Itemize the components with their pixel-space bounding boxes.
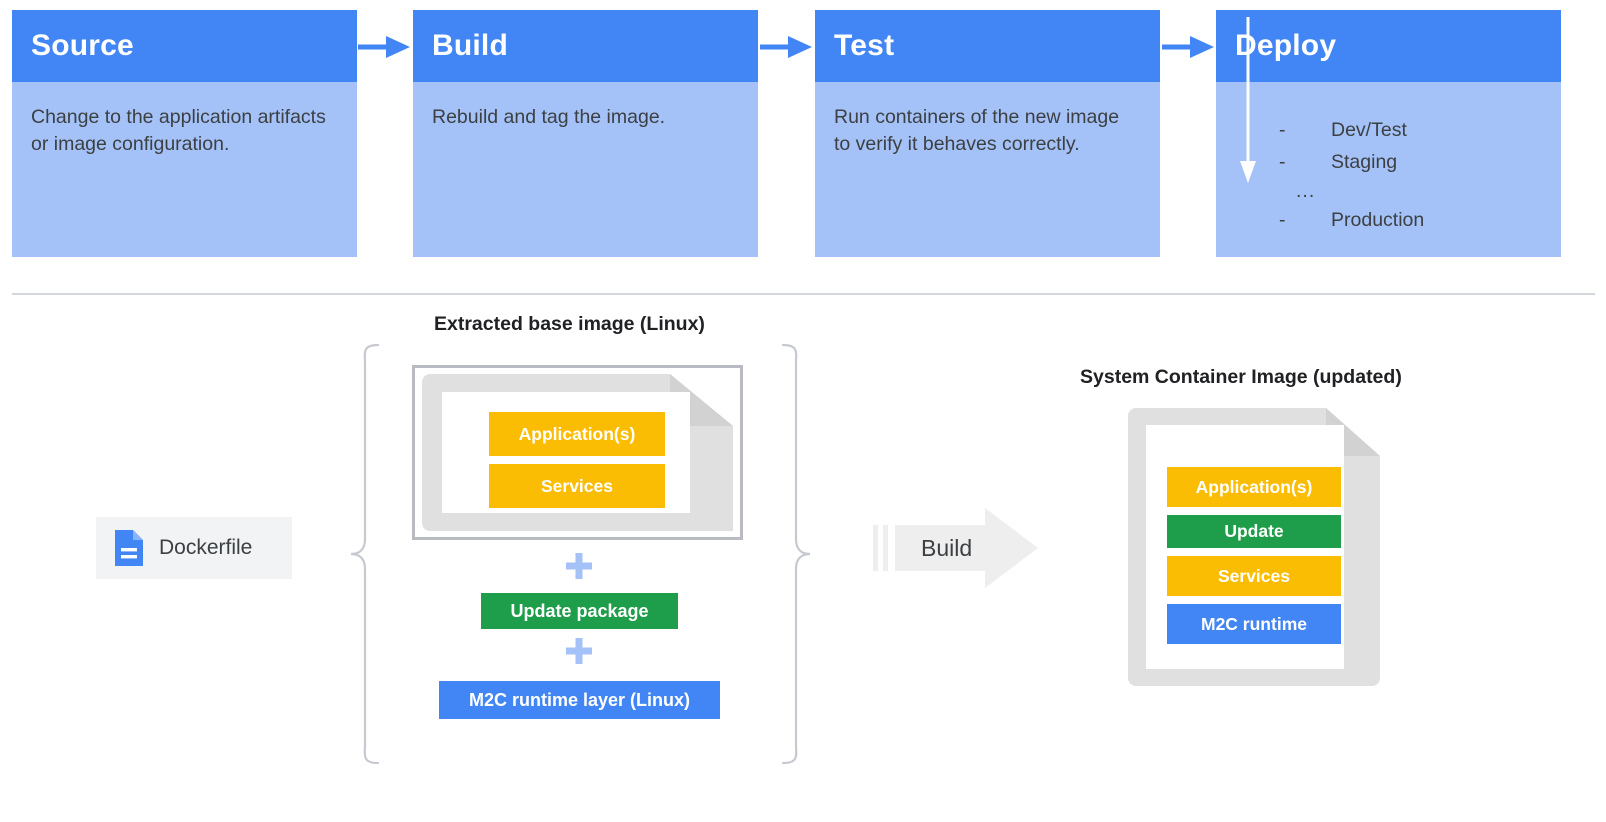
layer-m2c-runtime: M2C runtime layer (Linux): [439, 681, 720, 719]
pipeline-card-title: Source: [12, 10, 357, 82]
arrow-right-thick-icon: [873, 508, 1038, 588]
system-container-image-label: System Container Image (updated): [1080, 366, 1402, 388]
layer-services: Services: [489, 464, 665, 508]
arrow-right-icon: [760, 36, 812, 58]
result-layer-update: Update: [1167, 515, 1341, 548]
result-layer-m2c-runtime: M2C runtime: [1167, 604, 1341, 644]
list-item-label: Staging: [1331, 151, 1398, 173]
section-divider: [12, 293, 1595, 295]
layer-update-package: Update package: [481, 593, 678, 629]
list-bullet: -: [1279, 119, 1286, 141]
list-item-label: Production: [1331, 209, 1425, 231]
pipeline-card-build: Build Rebuild and tag the image.: [413, 10, 758, 257]
plus-icon: [566, 553, 592, 579]
pipeline-card-test: Test Run containers of the new image to …: [815, 10, 1160, 257]
list-bullet: -: [1279, 209, 1286, 231]
pipeline-card-body: Run containers of the new image to verif…: [815, 82, 1160, 257]
list-item-label: Dev/Test: [1331, 119, 1407, 141]
pipeline-card-title: Test: [815, 10, 1160, 82]
pipeline-card-source: Source Change to the application artifac…: [12, 10, 357, 257]
result-layer-application: Application(s): [1167, 467, 1341, 507]
build-arrow: Build: [873, 508, 1038, 588]
deploy-environment-list: - Dev/Test - Staging ... - Production: [1216, 17, 1561, 257]
left-curly-brace: [350, 343, 380, 765]
layer-application: Application(s): [489, 412, 665, 456]
pipeline-card-deploy: Deploy - Dev/Test - Staging ... - Produc…: [1216, 10, 1561, 257]
list-item-ellipsis: ...: [1296, 180, 1316, 202]
extracted-base-image-label: Extracted base image (Linux): [434, 313, 705, 335]
list-item: - Dev/Test: [1216, 114, 1561, 146]
result-layer-services: Services: [1167, 556, 1341, 596]
list-bullet: -: [1279, 151, 1286, 173]
build-arrow-label: Build: [921, 535, 973, 561]
arrow-right-icon: [1162, 36, 1214, 58]
dockerfile-chip[interactable]: Dockerfile: [96, 517, 292, 579]
right-curly-brace: [781, 343, 811, 765]
list-item: - Staging: [1216, 146, 1561, 178]
pipeline-card-body: Change to the application artifacts or i…: [12, 82, 357, 257]
pipeline-card-title: Build: [413, 10, 758, 82]
arrow-right-icon: [358, 36, 410, 58]
pipeline-card-title: Deploy: [1216, 10, 1561, 82]
file-document-icon: [115, 530, 143, 566]
selection-rectangle: [412, 365, 743, 540]
plus-icon: [566, 638, 592, 664]
dockerfile-label: Dockerfile: [159, 536, 253, 559]
list-item: - Production: [1216, 204, 1561, 236]
pipeline-card-body: Rebuild and tag the image.: [413, 82, 758, 257]
